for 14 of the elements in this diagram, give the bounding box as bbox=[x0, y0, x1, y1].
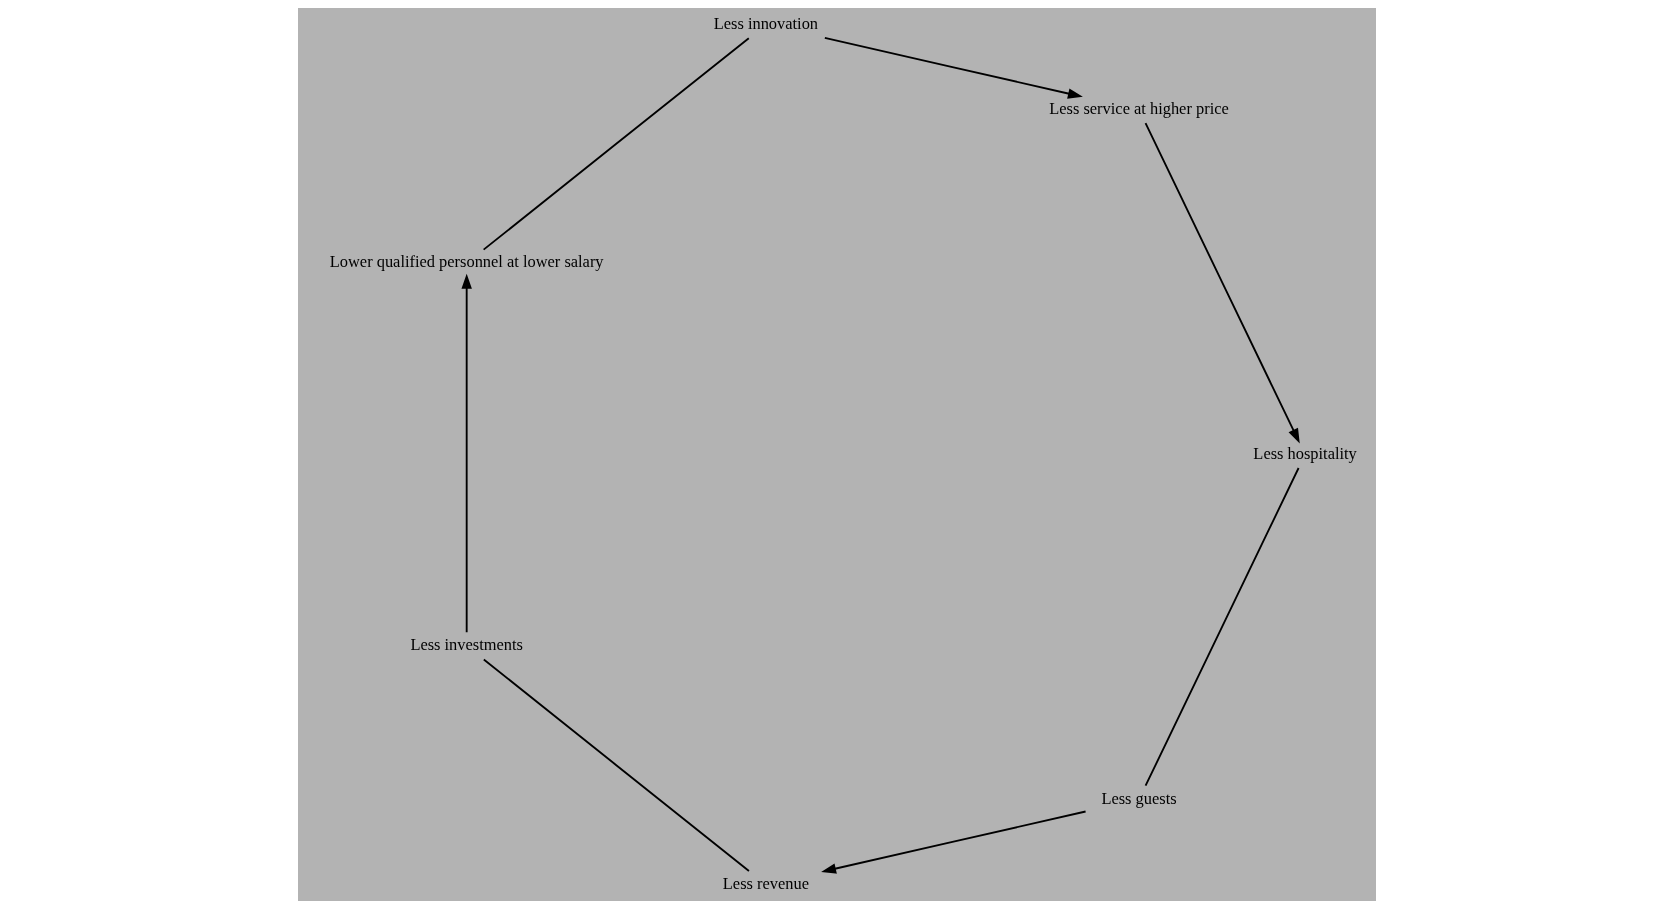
node-text: Less investments bbox=[409, 635, 523, 655]
node-text: Less guests bbox=[1100, 788, 1177, 808]
arrow bbox=[823, 37, 1083, 99]
connector bbox=[1144, 467, 1300, 787]
node-text: Less service at higher price bbox=[1048, 98, 1229, 118]
node-text: Less hospitality bbox=[1252, 443, 1357, 463]
connector bbox=[482, 658, 750, 872]
arrow bbox=[820, 810, 1086, 874]
node-text: Less innovation bbox=[713, 13, 818, 33]
connector bbox=[482, 37, 750, 251]
arrow bbox=[460, 273, 472, 634]
node-text: Lower qualified personnel at lower salary bbox=[329, 252, 604, 272]
node-text: Less revenue bbox=[722, 873, 809, 893]
arrow bbox=[1144, 122, 1300, 444]
